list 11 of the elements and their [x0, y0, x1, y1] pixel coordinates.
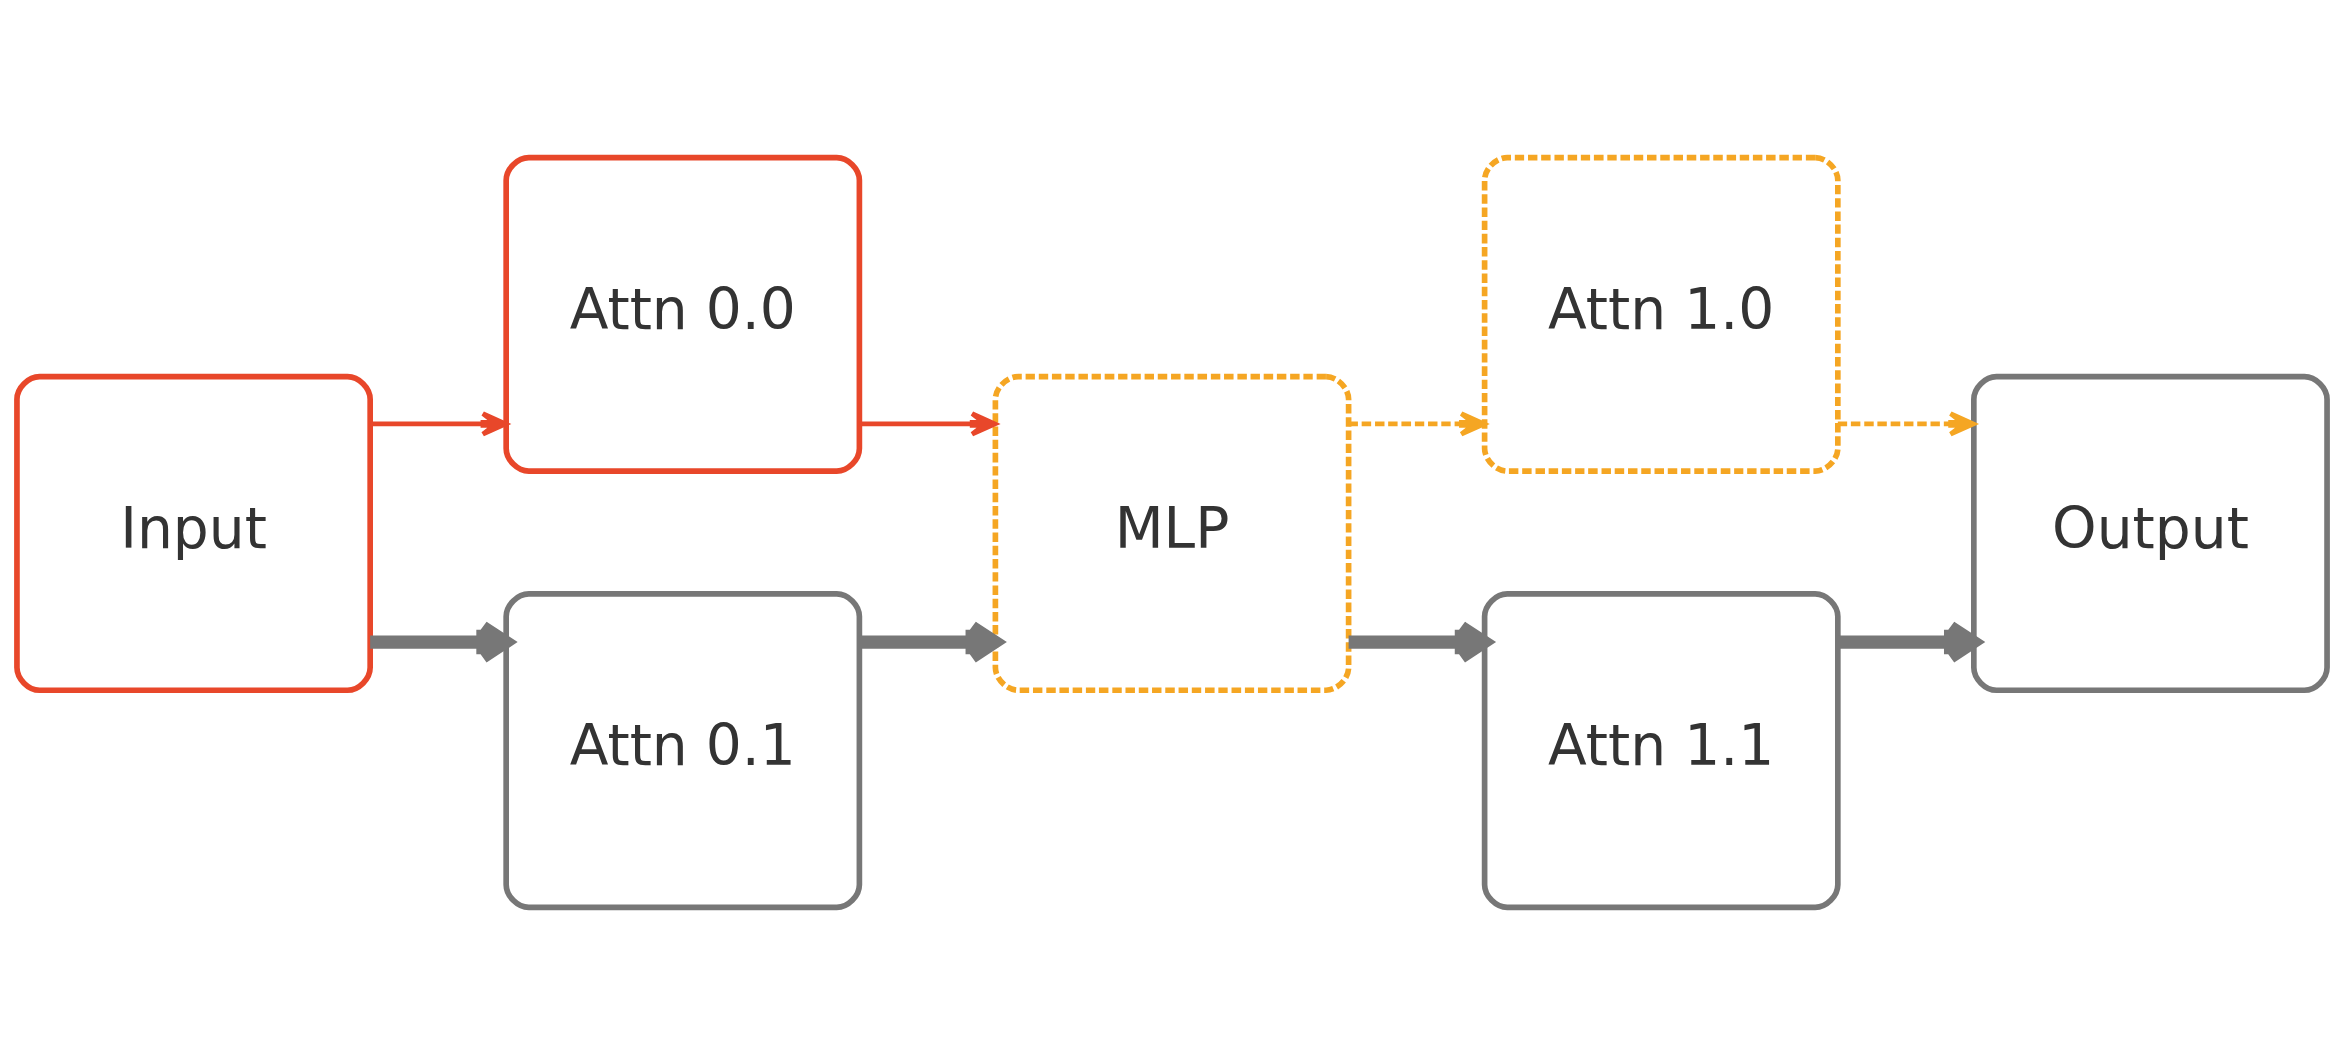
arrow — [859, 410, 998, 436]
node-box: Attn 0.1 — [503, 590, 863, 910]
node-box: Output — [1971, 373, 2330, 693]
node-box: Input — [14, 373, 373, 693]
node-box: Attn 1.0 — [1481, 154, 1841, 474]
arrow — [370, 410, 508, 436]
node-box: Attn 1.1 — [1481, 590, 1841, 910]
node-box: Attn 0.0 — [503, 154, 863, 474]
node-box: MLP — [992, 373, 1352, 693]
arrow — [1348, 410, 1487, 436]
arrow — [1837, 410, 1976, 436]
